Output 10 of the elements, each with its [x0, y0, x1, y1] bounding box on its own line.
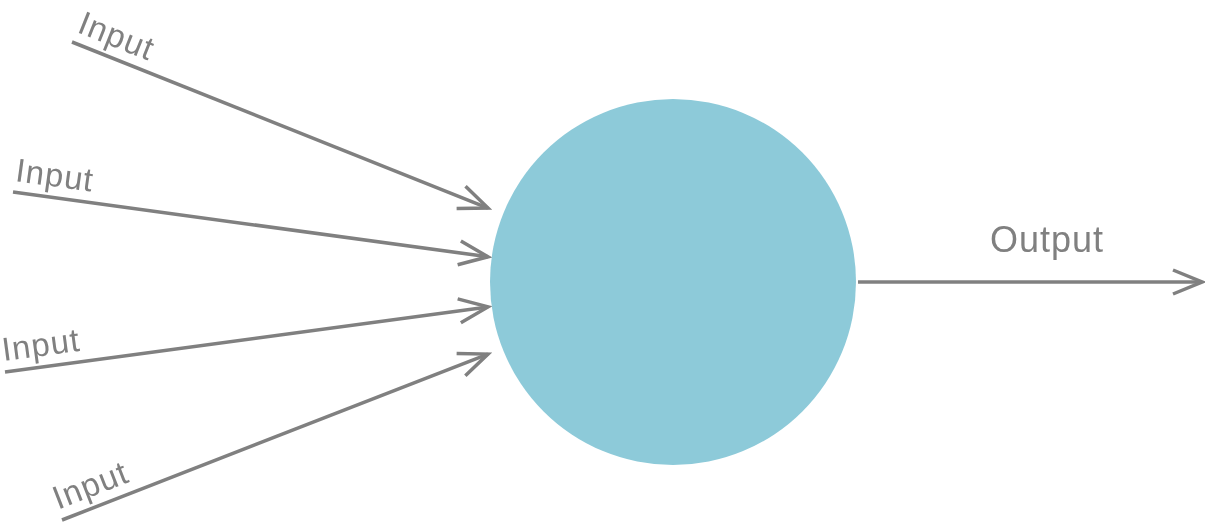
arrow: [61, 351, 490, 522]
arrow: [71, 40, 490, 211]
input-label: Input: [73, 4, 160, 69]
arrow: [4, 297, 490, 374]
arrow: [858, 268, 1204, 296]
input-label: Input: [47, 453, 134, 518]
input-label: Input: [13, 151, 97, 200]
edge-label: Output: [989, 218, 1105, 260]
input-label: Input: [0, 320, 83, 370]
arrow: [12, 190, 490, 267]
